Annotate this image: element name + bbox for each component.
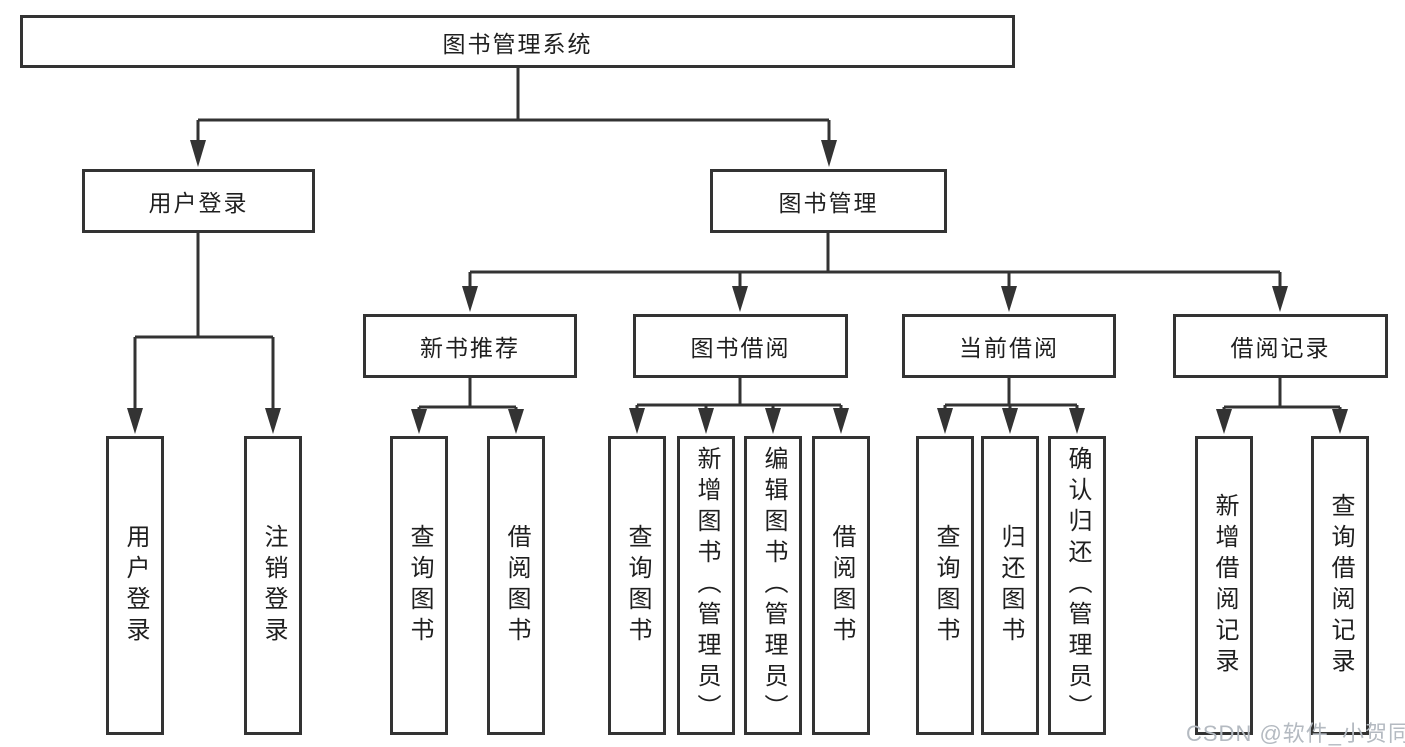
leaf-edit-books-admin-label: 编辑图书（管理员） (760, 446, 787, 725)
leaf-borrow-books-recommend: 借阅图书 (487, 436, 545, 735)
node-new-book-recommend-label: 新书推荐 (420, 335, 520, 361)
node-current-borrow-label: 当前借阅 (959, 335, 1059, 361)
node-root-label: 图书管理系统 (442, 30, 593, 57)
node-user-login: 用户登录 (82, 169, 315, 233)
node-borrow-records-label: 借阅记录 (1230, 335, 1331, 361)
leaf-query-books-borrow: 查询图书 (608, 436, 666, 735)
leaf-query-books-borrow-label: 查询图书 (624, 523, 651, 648)
leaf-user-login: 用户登录 (106, 436, 164, 735)
leaf-return-books-label: 归还图书 (997, 523, 1024, 648)
leaf-borrow-books-recommend-label: 借阅图书 (503, 523, 530, 648)
leaf-add-books-admin-label: 新增图书（管理员） (693, 446, 720, 725)
leaf-logout: 注销登录 (244, 436, 302, 735)
leaf-query-books-current-label: 查询图书 (932, 523, 959, 648)
leaf-query-books-recommend-label: 查询图书 (406, 523, 433, 648)
node-current-borrow: 当前借阅 (902, 314, 1116, 378)
leaf-logout-label: 注销登录 (260, 523, 287, 648)
leaf-user-login-label: 用户登录 (122, 523, 149, 648)
node-book-borrow-label: 图书借阅 (690, 335, 791, 361)
leaf-return-books: 归还图书 (981, 436, 1039, 735)
leaf-add-borrow-record: 新增借阅记录 (1195, 436, 1253, 735)
leaf-query-books-current: 查询图书 (916, 436, 974, 735)
node-borrow-records: 借阅记录 (1173, 314, 1388, 378)
leaf-confirm-return-admin: 确认归还（管理员） (1048, 436, 1106, 735)
node-new-book-recommend: 新书推荐 (363, 314, 577, 378)
leaf-query-books-recommend: 查询图书 (390, 436, 448, 735)
node-user-login-label: 用户登录 (148, 190, 249, 216)
node-root: 图书管理系统 (20, 15, 1015, 68)
node-book-borrow: 图书借阅 (633, 314, 848, 378)
leaf-add-books-admin: 新增图书（管理员） (677, 436, 735, 735)
leaf-confirm-return-admin-label: 确认归还（管理员） (1064, 446, 1091, 725)
leaf-borrow-books: 借阅图书 (812, 436, 870, 735)
node-book-management-label: 图书管理 (778, 190, 879, 216)
leaf-add-borrow-record-label: 新增借阅记录 (1211, 492, 1238, 679)
leaf-query-borrow-record-label: 查询借阅记录 (1327, 492, 1354, 679)
leaf-query-borrow-record: 查询借阅记录 (1311, 436, 1369, 735)
node-book-management: 图书管理 (710, 169, 947, 233)
leaf-edit-books-admin: 编辑图书（管理员） (744, 436, 802, 735)
leaf-borrow-books-label: 借阅图书 (828, 523, 855, 648)
